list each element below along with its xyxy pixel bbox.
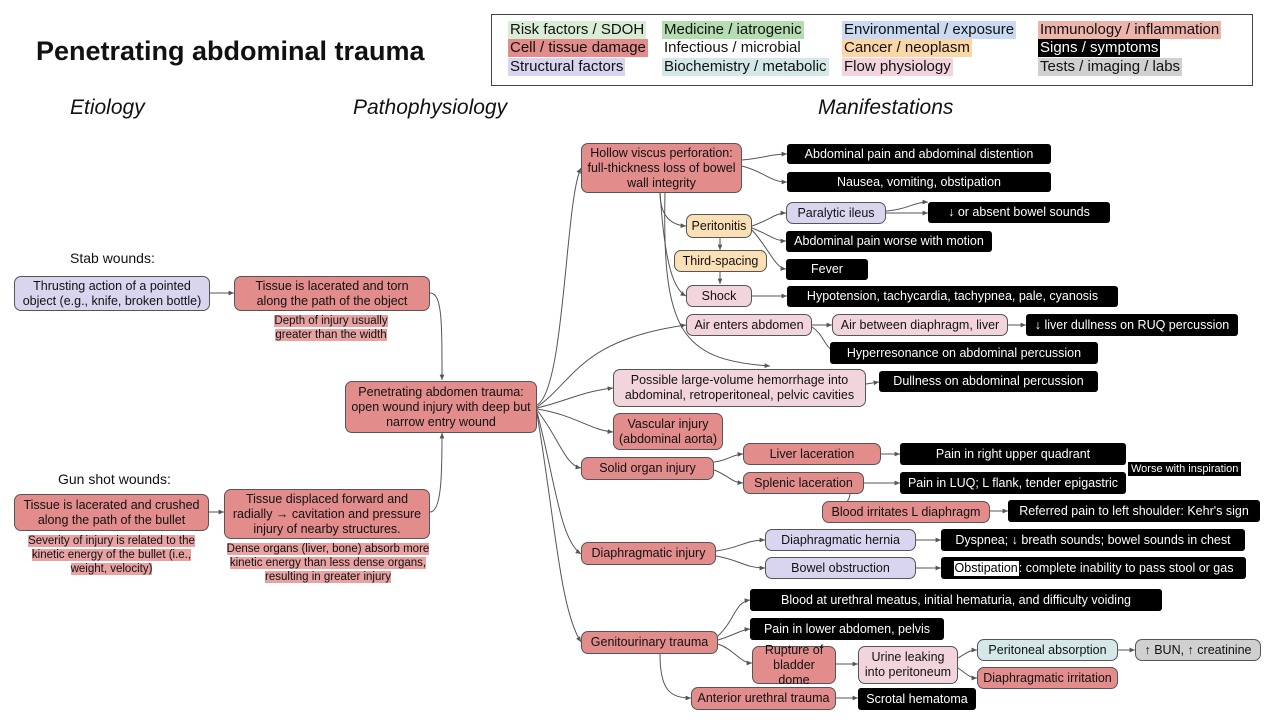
blood-irritates-node: Blood irritates L diaphragm	[822, 501, 990, 523]
air-enters-node: Air enters abdomen	[686, 314, 812, 336]
sign-hyperresonance: Hyperresonance on abdominal percussion	[830, 342, 1098, 364]
air-between-node: Air between diaphragm, liver	[832, 314, 1008, 336]
rupture-bladder-node: Rupture of bladder dome	[752, 643, 836, 687]
sign-abd-pain-distention: Abdominal pain and abdominal distention	[787, 144, 1051, 164]
legend-medicine: Medicine / iatrogenic	[662, 21, 804, 39]
gun-shot-wounds-heading: Gun shot wounds:	[58, 471, 171, 487]
legend-cell: Cell / tissue damage	[508, 39, 648, 57]
splenic-laceration-node: Splenic laceration	[743, 472, 864, 494]
peritoneal-absorption-node: Peritoneal absorption	[977, 639, 1118, 661]
genitourinary-node: Genitourinary trauma	[581, 631, 718, 654]
sign-dullness: Dullness on abdominal percussion	[879, 371, 1098, 392]
legend-signs: Signs / symptoms	[1038, 39, 1161, 57]
legend-risk: Risk factors / SDOH	[508, 21, 647, 39]
sign-hypotension: Hypotension, tachycardia, tachypnea, pal…	[787, 286, 1118, 307]
sign-ruq-pain: Pain in right upper quadrant	[900, 443, 1126, 465]
peritonitis-node: Peritonitis	[686, 214, 752, 238]
core-trauma-node: Penetrating abdomen trauma: open wound i…	[345, 381, 537, 433]
legend-structural: Structural factors	[508, 58, 626, 76]
stab-depth-note: Depth of injury usually greater than the…	[274, 315, 388, 341]
shock-node: Shock	[686, 285, 752, 307]
vascular-injury-node: Vascular injury (abdominal aorta)	[613, 413, 723, 450]
urine-leaking-node: Urine leaking into peritoneum	[858, 646, 958, 684]
legend: Risk factors / SDOH Medicine / iatrogeni…	[491, 14, 1253, 86]
diaphragmatic-hernia-node: Diaphragmatic hernia	[765, 529, 916, 551]
stab-cause-node: Thrusting action of a pointed object (e.…	[14, 276, 210, 311]
gun-tissue-node: Tissue is lacerated and crushed along th…	[14, 494, 209, 531]
solid-organ-node: Solid organ injury	[581, 457, 714, 480]
dense-organs-note: Dense organs (liver, bone) absorb more k…	[226, 543, 430, 583]
column-etiology: Etiology	[70, 96, 145, 119]
legend-environmental: Environmental / exposure	[842, 21, 1017, 39]
sign-fever: Fever	[786, 259, 868, 280]
liver-laceration-node: Liver laceration	[743, 443, 881, 465]
diaphragmatic-irritation-node: Diaphragmatic irritation	[977, 667, 1118, 689]
sign-nausea: Nausea, vomiting, obstipation	[787, 172, 1051, 192]
sign-urethral-blood: Blood at urethral meatus, initial hematu…	[750, 589, 1162, 611]
gun-displaced-node: Tissue displaced forward and radially → …	[224, 489, 430, 539]
page-title: Penetrating abdominal trauma	[36, 36, 425, 66]
legend-tests: Tests / imaging / labs	[1038, 58, 1183, 76]
gun-severity-note: Severity of injury is related to the kin…	[28, 535, 195, 575]
stab-tissue-node: Tissue is lacerated and torn along the p…	[234, 276, 430, 311]
hemorrhage-node: Possible large-volume hemorrhage into ab…	[613, 369, 866, 407]
sign-lower-abd-pain: Pain in lower abdomen, pelvis	[750, 618, 944, 640]
sign-obstipation: Obstipation: complete inability to pass …	[941, 557, 1246, 579]
paralytic-ileus-node: Paralytic ileus	[786, 202, 886, 224]
sign-luq-pain: Pain in LUQ; L flank, tender epigastric	[900, 472, 1126, 494]
obstipation-word: Obstipation	[953, 560, 1019, 576]
obstipation-desc: : complete inability to pass stool or ga…	[1018, 560, 1234, 575]
legend-cancer: Cancer / neoplasm	[842, 39, 972, 57]
sign-bowel-sounds: ↓ or absent bowel sounds	[928, 202, 1110, 223]
legend-biochem: Biochemistry / metabolic	[662, 58, 829, 76]
legend-infectious: Infectious / microbial	[664, 39, 801, 56]
anterior-urethral-node: Anterior urethral trauma	[691, 687, 836, 710]
sign-kehr: Referred pain to left shoulder: Kehr's s…	[1008, 500, 1260, 522]
bun-creatinine-node: ↑ BUN, ↑ creatinine	[1135, 639, 1261, 661]
legend-flow: Flow physiology	[842, 58, 953, 76]
stab-wounds-heading: Stab wounds:	[70, 250, 155, 266]
third-spacing-node: Third-spacing	[674, 250, 767, 272]
column-manifestations: Manifestations	[818, 96, 954, 119]
sign-scrotal-hematoma: Scrotal hematoma	[858, 688, 976, 710]
sign-liver-dullness: ↓ liver dullness on RUQ percussion	[1026, 314, 1238, 336]
hollow-viscus-node: Hollow viscus perforation: full-thicknes…	[581, 143, 742, 193]
sign-pain-motion: Abdominal pain worse with motion	[786, 231, 992, 252]
diaphragmatic-injury-node: Diaphragmatic injury	[581, 542, 716, 565]
bowel-obstruction-node: Bowel obstruction	[765, 557, 916, 579]
column-pathophysiology: Pathophysiology	[353, 96, 508, 119]
sign-dyspnea: Dyspnea; ↓ breath sounds; bowel sounds i…	[941, 529, 1245, 551]
worse-inspiration-tag: Worse with inspiration	[1128, 462, 1242, 476]
legend-immunology: Immunology / inflammation	[1038, 21, 1222, 39]
